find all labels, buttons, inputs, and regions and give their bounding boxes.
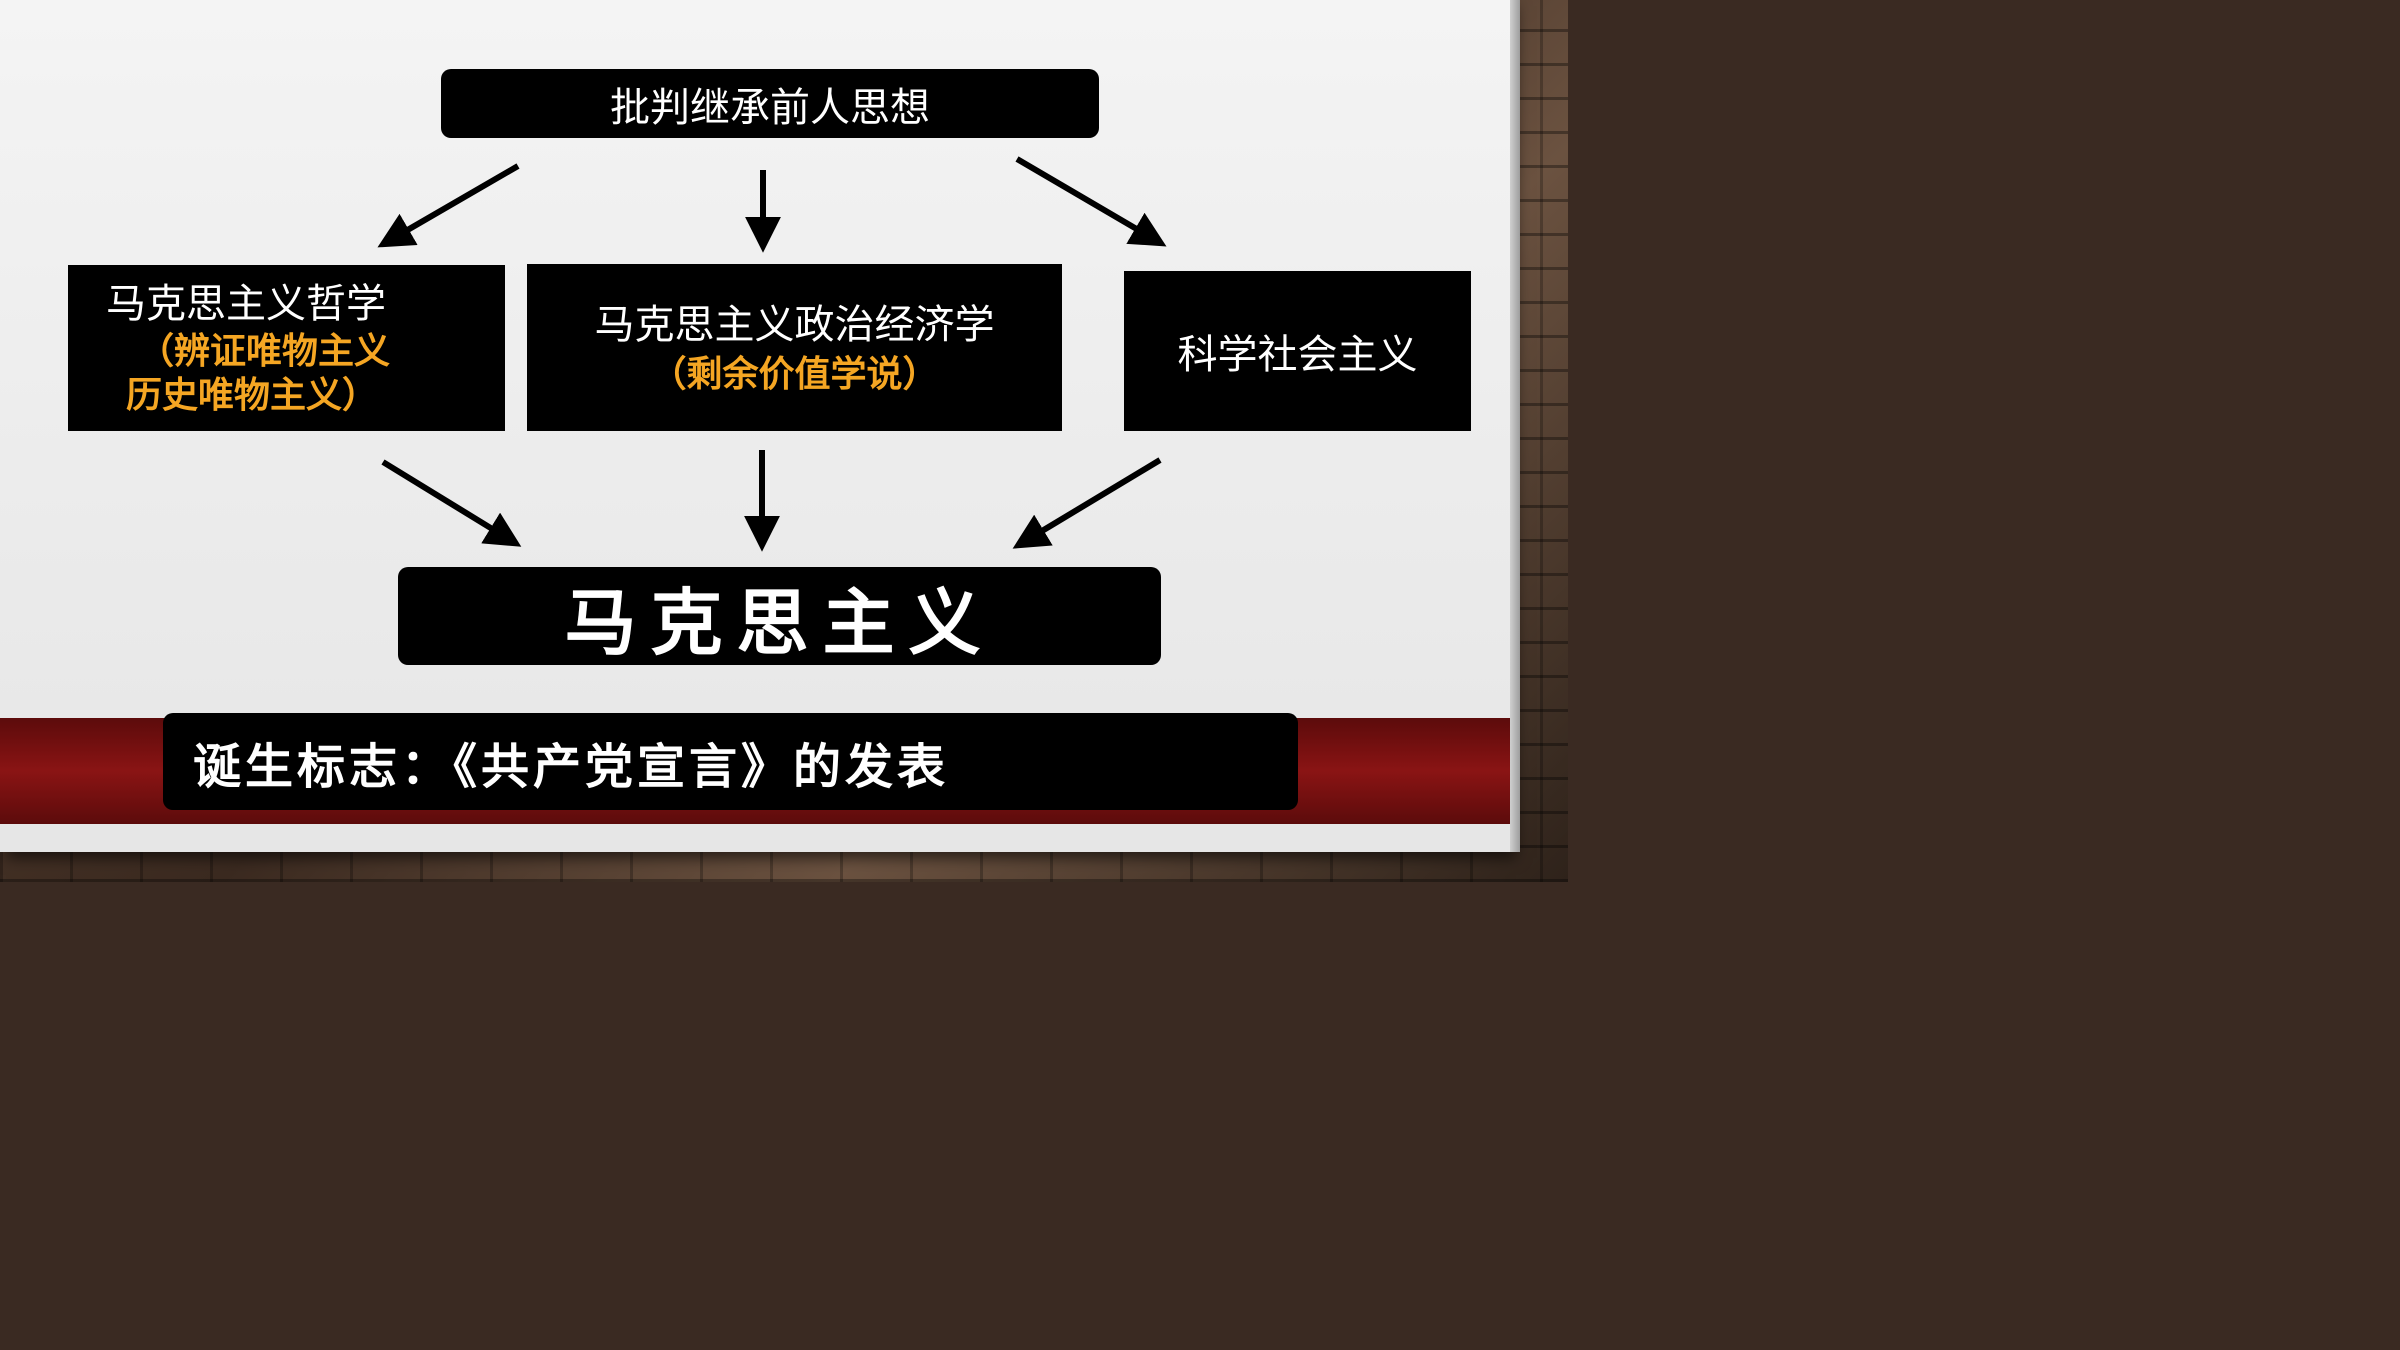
center-box-text: 马克思主义 bbox=[564, 579, 995, 665]
bottom-box-birth-mark: 诞生标志：《共产党宣言》的发表 bbox=[163, 713, 1298, 810]
middle-box-political-economy: 马克思主义政治经济学 （剩余价值学说） bbox=[527, 264, 1062, 431]
left-box-sub-line1: （辨证唯物主义 bbox=[138, 331, 391, 372]
bottom-box-text: 诞生标志：《共产党宣言》的发表 bbox=[193, 738, 950, 795]
top-box-text: 批判继承前人思想 bbox=[610, 84, 930, 131]
top-box-inherit-thought: 批判继承前人思想 bbox=[441, 69, 1099, 138]
middle-box-title: 马克思主义政治经济学 bbox=[594, 301, 995, 348]
center-box-marxism: 马克思主义 bbox=[398, 567, 1161, 665]
left-box-philosophy: 马克思主义哲学 （辨证唯物主义 历史唯物主义） bbox=[68, 265, 505, 431]
right-box-scientific-socialism: 科学社会主义 bbox=[1124, 271, 1471, 431]
left-box-sub-line2: 历史唯物主义） bbox=[126, 375, 379, 416]
right-box-text: 科学社会主义 bbox=[1177, 332, 1418, 378]
middle-box-subtitle: （剩余价值学说） bbox=[650, 353, 939, 395]
left-box-title: 马克思主义哲学 bbox=[106, 281, 386, 327]
paper-edge bbox=[1510, 0, 1520, 852]
